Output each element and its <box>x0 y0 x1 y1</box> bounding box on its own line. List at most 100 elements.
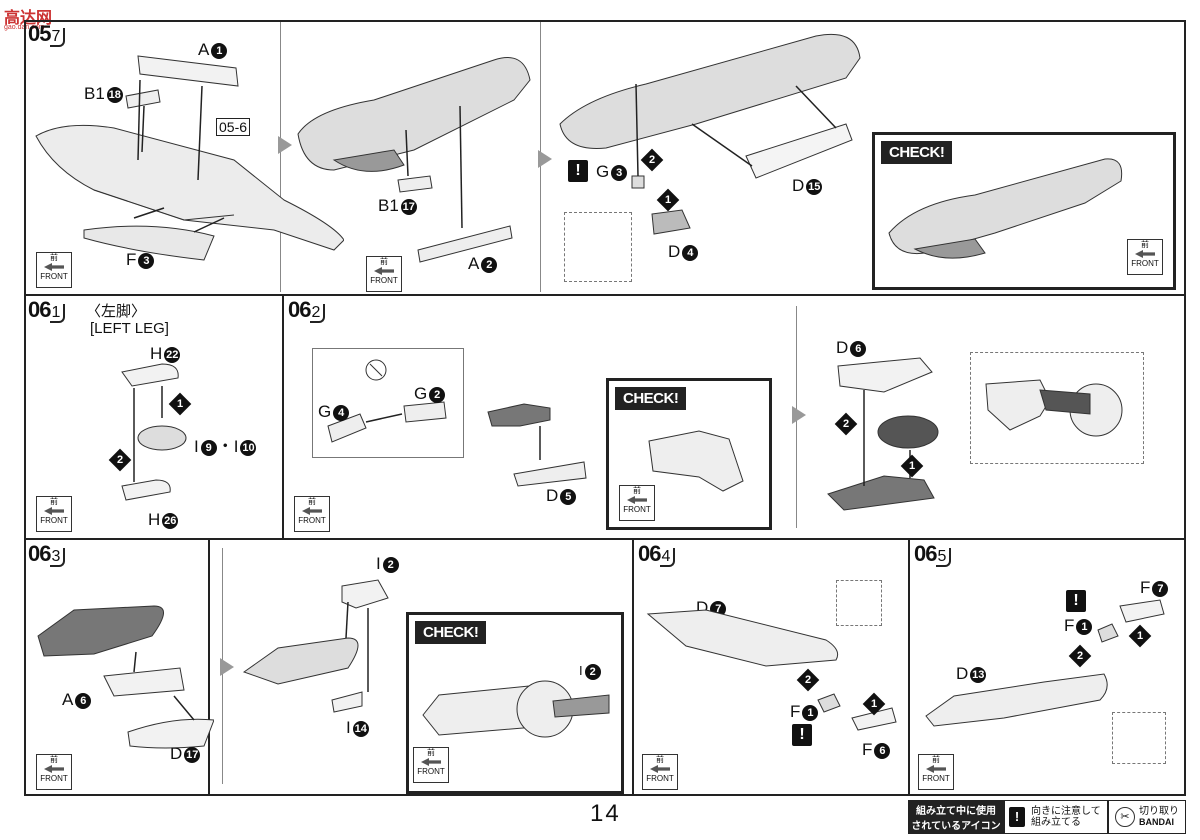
ref-step-05-6: 05-6 <box>216 118 251 136</box>
next-arrow-icon <box>792 406 806 424</box>
detail-inset <box>564 212 632 282</box>
leg-parts-h-i <box>121 363 187 501</box>
detail-inset <box>836 580 882 626</box>
nose-final-assembly <box>559 33 861 235</box>
leg-parts-a6-d17 <box>37 605 214 749</box>
joint-detail-box <box>312 348 464 458</box>
row-divider <box>24 538 1186 540</box>
order-marker-1: 1 <box>168 392 192 416</box>
order-marker-2: 2 <box>834 412 858 436</box>
step-number-06-1: 061 <box>28 297 66 323</box>
warning-icon: ! <box>568 160 588 182</box>
order-marker-2: 2 <box>796 668 820 692</box>
legend-cut: ✂ 切り取り BANDAI <box>1108 800 1186 834</box>
nose-assembly-parts <box>35 55 344 261</box>
next-arrow-icon <box>278 136 292 154</box>
joint-parts-d5 <box>487 403 587 487</box>
step-title-en: [LEFT LEG] <box>90 320 169 337</box>
col-divider <box>282 294 284 538</box>
check-label: CHECK! <box>415 621 487 644</box>
detail-inset <box>970 352 1144 464</box>
order-marker-1: 1 <box>900 454 924 478</box>
legend-orientation: ! 向きに注意して 組み立てる <box>1004 800 1108 834</box>
next-arrow-icon <box>538 150 552 168</box>
joint-parts-g <box>327 359 447 443</box>
row-divider <box>24 294 1186 296</box>
order-marker-1: 1 <box>1128 624 1152 648</box>
order-marker-2: 2 <box>1068 644 1092 668</box>
check-preview-image <box>648 430 744 492</box>
order-marker-1: 1 <box>656 188 680 212</box>
icon-legend-title: 組み立て中に使用されているアイコン <box>908 800 1004 834</box>
order-marker-2: 2 <box>640 148 664 172</box>
step-number-06-5: 065 <box>914 541 952 567</box>
detail-joint-image <box>985 379 1123 437</box>
warning-icon: ! <box>1009 807 1025 827</box>
page-number: 14 <box>590 800 621 827</box>
next-arrow-icon <box>220 658 234 676</box>
warning-icon: ! <box>1066 590 1086 612</box>
sub-divider <box>280 22 281 292</box>
step-number-05-7: 057 <box>28 21 66 47</box>
step-number-06-3: 063 <box>28 541 66 567</box>
check-preview-image <box>422 680 610 738</box>
step-number-06-2: 062 <box>288 297 326 323</box>
scissors-icon: ✂ <box>1115 807 1135 827</box>
col-divider <box>208 538 210 796</box>
joint-parts-d6 <box>827 357 939 511</box>
check-label: CHECK! <box>615 387 687 410</box>
order-marker-2: 2 <box>108 448 132 472</box>
col-divider <box>908 538 910 796</box>
leg-parts-f1-f6 <box>817 693 897 731</box>
step-title-jp: 〈左脚〉 <box>86 303 147 320</box>
step-number-06-4: 064 <box>638 541 676 567</box>
col-divider <box>632 538 634 796</box>
detail-inset <box>1112 712 1166 764</box>
leg-parts-i2-i14 <box>242 579 389 713</box>
check-preview-image <box>888 158 1123 259</box>
order-marker-1: 1 <box>862 692 886 716</box>
leg-parts-f7-f1 <box>1097 599 1165 643</box>
watermark-logo: 高达网 <box>4 8 53 27</box>
page-frame <box>24 20 1186 796</box>
warning-icon: ! <box>792 724 812 746</box>
leg-plate-d13 <box>925 673 1108 727</box>
